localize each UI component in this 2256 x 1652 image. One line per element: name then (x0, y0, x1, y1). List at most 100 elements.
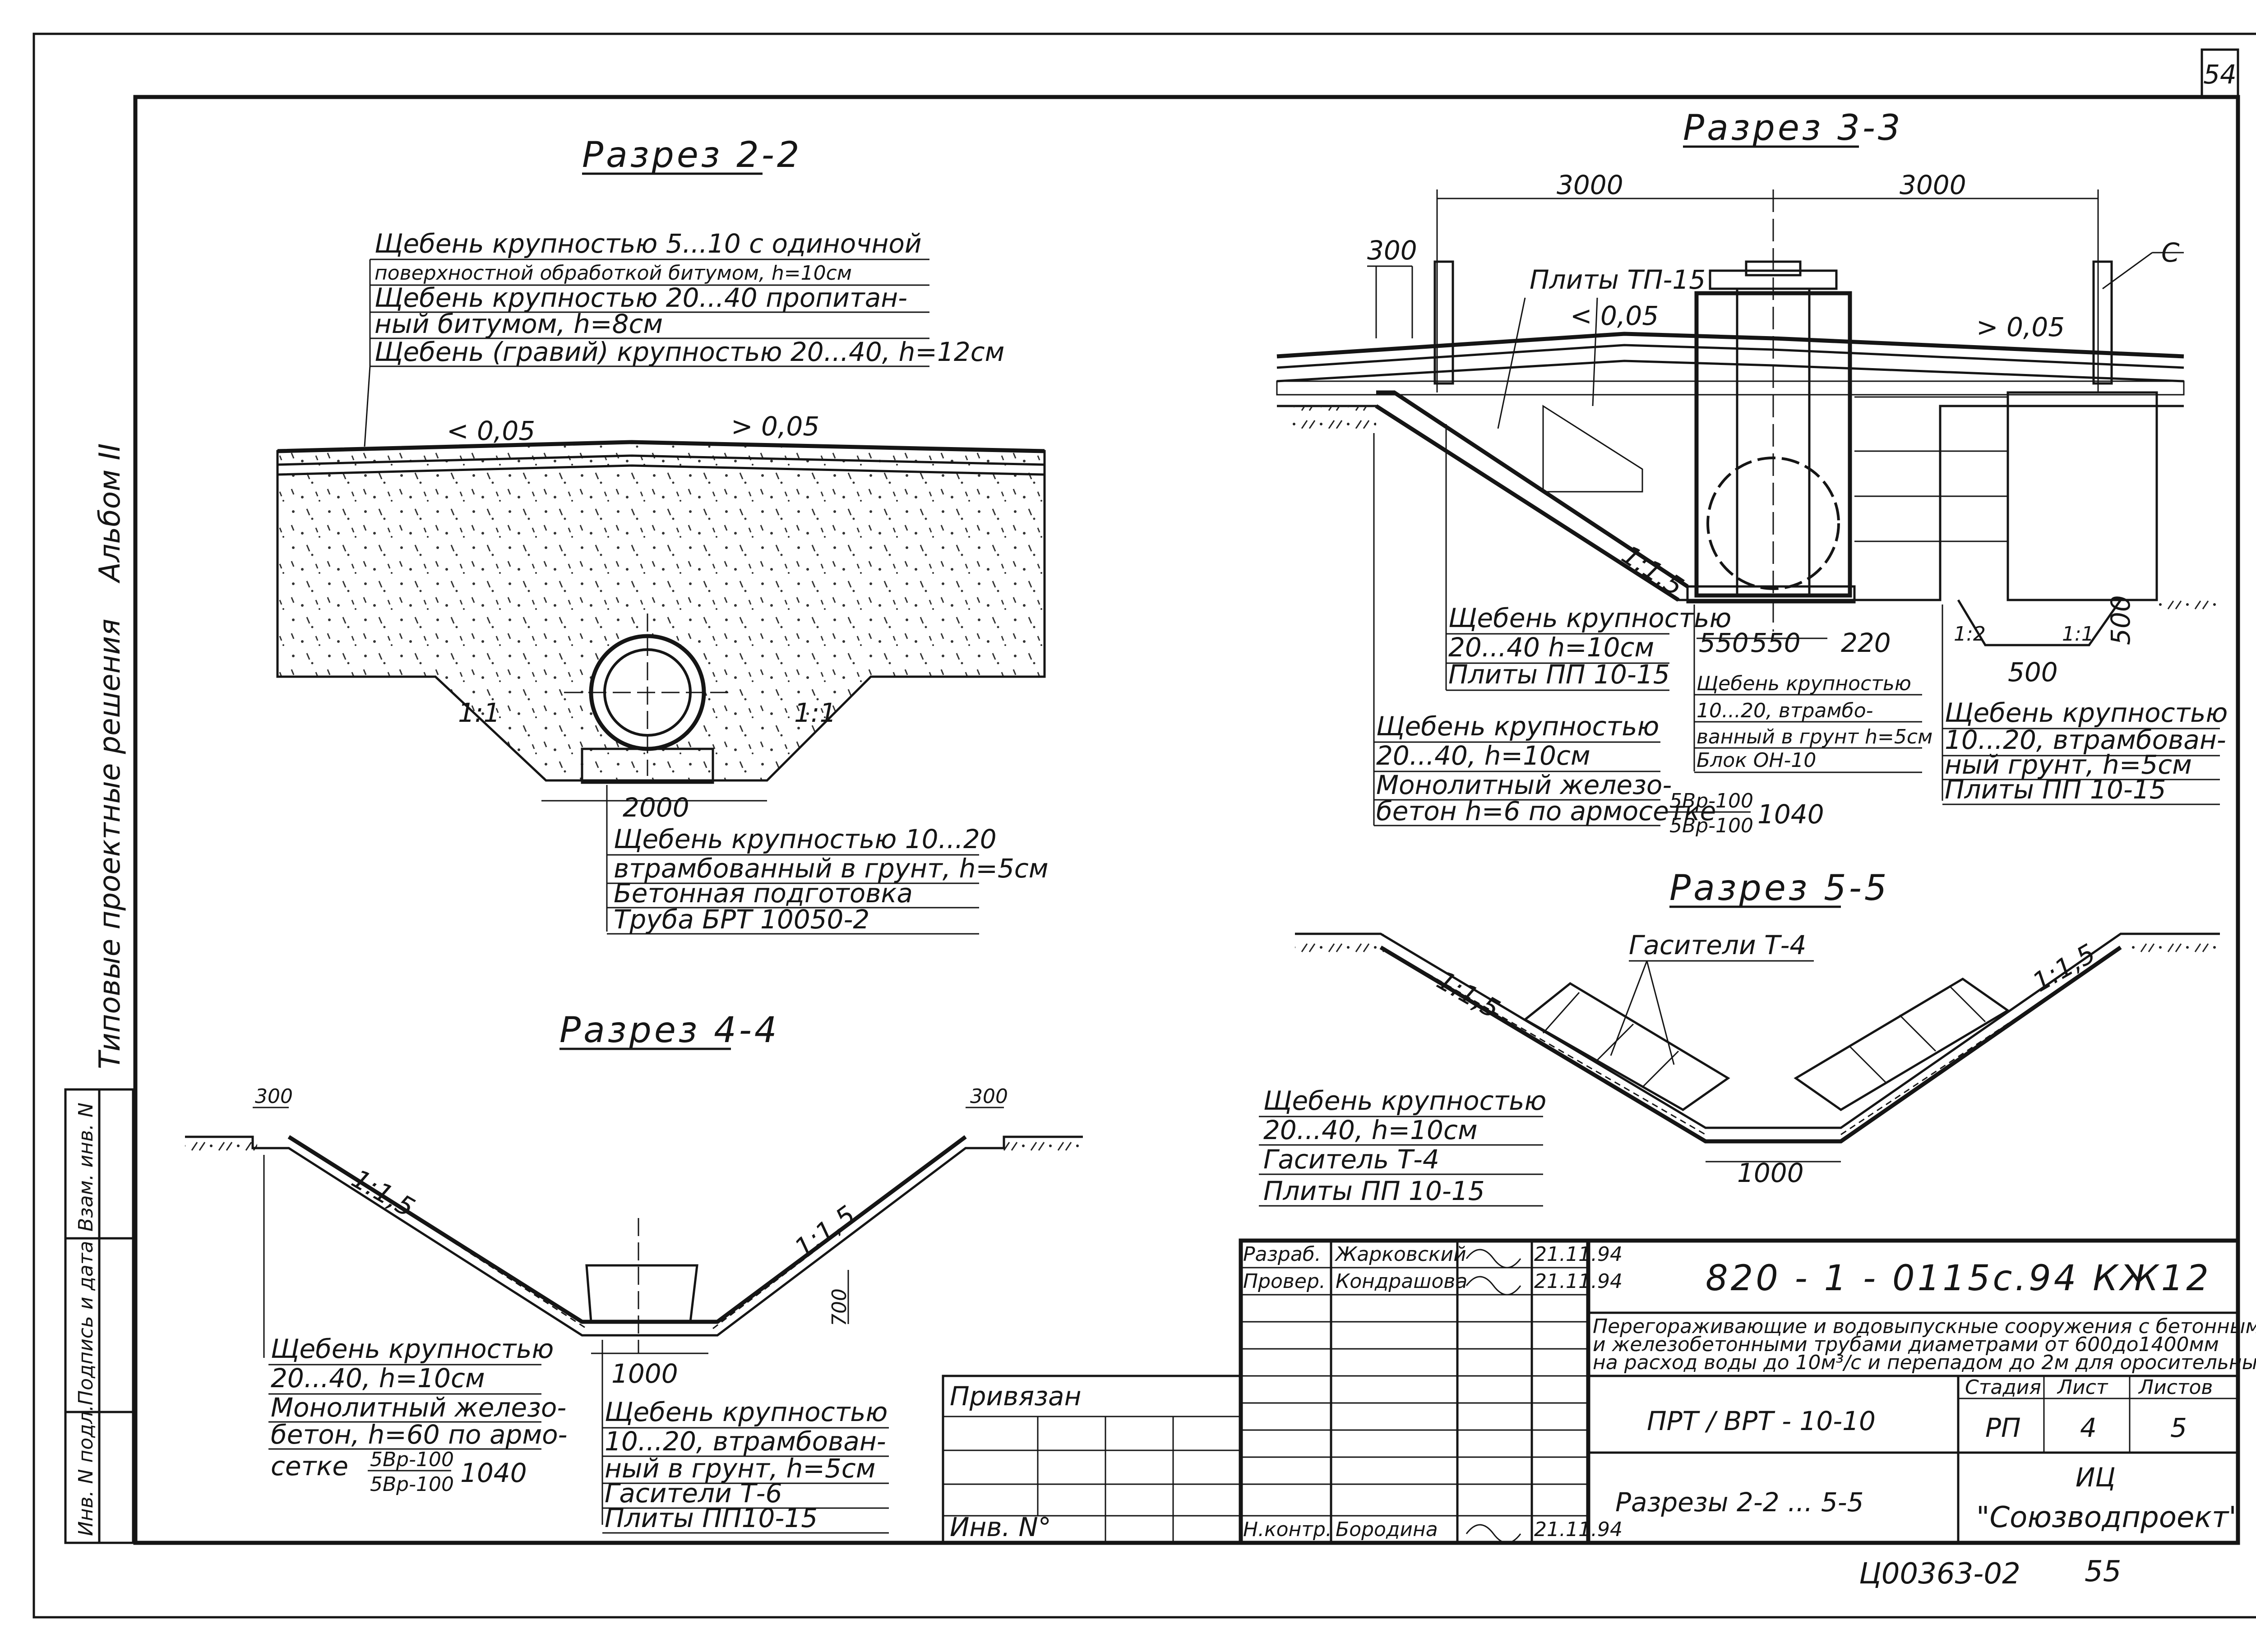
layer-label-4: ный битумом, h=8см (374, 309, 663, 339)
dim-220: 220 (1841, 628, 1891, 658)
description-line-2: и железобетонными трубами диаметрами от … (1593, 1333, 2219, 1356)
note-5-5-2: 20...40, h=10см (1263, 1115, 1478, 1145)
stage-header: Стадия (1965, 1376, 2041, 1399)
date-checker: 21.11.94 (1534, 1270, 1623, 1293)
armature-den-4-4: 5Вр-100 (370, 1473, 454, 1496)
slope-left-3-3: < 0,05 (1570, 300, 1659, 331)
name-developer: Жарковский (1334, 1243, 1466, 1266)
role-checker: Провер. (1243, 1270, 1326, 1293)
note-3-3-lb-1: Щебень крупностью (1376, 711, 1659, 742)
sheets-value: 5 (2170, 1412, 2187, 1443)
note-4-4-l-1: Щебень крупностью (271, 1334, 554, 1364)
section-4-4: Разрез 4-4 300 300 1:1,5 1:1,5 700 1000 … (185, 1010, 1083, 1534)
stamp-field-replace: Взам. инв. N (74, 1103, 97, 1232)
dim-right-3-3: 3000 (1900, 170, 1966, 200)
date-norm-control: 21.11.94 (1534, 1518, 1623, 1541)
sheet-number-box (2201, 48, 2239, 98)
stamp-field-inv: Инв. N подл. (74, 1405, 97, 1536)
name-norm-control: Бородина (1336, 1518, 1438, 1541)
note-3-3-r-1: Щебень крупностью (1945, 697, 2228, 728)
layer-label-2: поверхностной обработкой битумом, h=10см (374, 262, 852, 285)
note-3-3-c-4: Блок ОН-10 (1697, 749, 1816, 772)
bound-label: Привязан (950, 1381, 1082, 1412)
section-2-2-title: Разрез 2-2 (582, 135, 802, 175)
side-slope-left-2-2: 1:1 (458, 697, 500, 728)
note-4-4-r-3: ный в грунт, h=5см (605, 1453, 876, 1484)
dim-550-a: 550 (1699, 628, 1749, 658)
sheet-number: 54 (2203, 59, 2237, 90)
note-5-5-3: Гаситель Т-4 (1263, 1144, 1439, 1175)
base-layer-4: Труба БРТ 10050-2 (614, 904, 869, 935)
description-line-1: Перегораживающие и водовыпускные сооруже… (1593, 1315, 2256, 1338)
name-checker: Кондрашова (1336, 1270, 1467, 1293)
note-4-4-r-1: Щебень крупностью (605, 1397, 888, 1427)
signature-developer (1465, 1249, 1521, 1269)
side-slope-left-4-4: 1:1,5 (347, 1163, 420, 1223)
bottom-page: 55 (2085, 1555, 2121, 1588)
description-line-3: на расход воды до 10м³/с и перепадом до … (1593, 1351, 2256, 1374)
note-5-5-1: Щебень крупностью (1263, 1085, 1546, 1116)
album-label: Альбом II (93, 443, 127, 584)
note-3-3-r-4: Плиты ПП 10-15 (1945, 774, 2166, 805)
object-code: ПРТ / ВРТ - 10-10 (1647, 1406, 1876, 1436)
dim-300-3-3: 300 (1367, 235, 1417, 266)
dim-550-b: 550 (1751, 628, 1801, 658)
document-code: 820 - 1 - 0115с.94 КЖ12 (1706, 1258, 2211, 1299)
layer-label-5: Щебень (гравий) крупностью 20...40, h=12… (374, 337, 1004, 367)
note-3-3-lt-1: Щебень крупностью (1448, 603, 1731, 633)
dim-1000-5-5: 1000 (1737, 1158, 1804, 1188)
note-5-5-4: Плиты ПП 10-15 (1263, 1176, 1485, 1206)
role-developer: Разраб. (1243, 1243, 1321, 1266)
org-line-2: "Союзводпроект" (1976, 1501, 2242, 1534)
date-developer: 21.11.94 (1534, 1243, 1623, 1266)
note-3-3-r-2: 10...20, втрамбован- (1945, 724, 2226, 755)
armature-den-3-3: 5Вр-100 (1669, 814, 1753, 837)
layer-label-1: Щебень крупностью 5...10 с одиночной (374, 228, 922, 259)
section-3-3: Разрез 3-3 3000 3000 300 С Плиты ТП-15 <… (1276, 108, 2228, 837)
note-3-3-r-3: ный грунт, h=5см (1945, 749, 2192, 780)
armature-num-3-3: 5Вр-100 (1669, 789, 1753, 812)
note-3-3-c-1: Щебень крупностью (1697, 672, 1911, 695)
dampers-label: Гасители Т-4 (1629, 930, 1806, 960)
stage-value: РП (1985, 1412, 2021, 1443)
note-3-3-lb-4: бетон h=6 по армосетке (1376, 796, 1716, 826)
note-3-3-c-3: ванный в грунт h=5см (1697, 725, 1932, 748)
section-5-5-title: Разрез 5-5 (1669, 868, 1889, 909)
base-layer-3: Бетонная подготовка (614, 878, 913, 909)
note-4-4-r-2: 10...20, втрамбован- (605, 1426, 886, 1457)
sheet-title: Разрезы 2-2 ... 5-5 (1615, 1487, 1864, 1518)
note-4-4-l-2: 20...40, h=10см (271, 1363, 485, 1394)
note-3-3-lb-2: 20...40, h=10см (1376, 740, 1590, 771)
section-3-3-title: Разрез 3-3 (1683, 108, 1903, 148)
section-5-5: Разрез 5-5 Гасители Т-4 1:1,5 1:1,5 1000… (1259, 868, 2220, 1207)
note-3-3-c-2: 10...20, втрамбо- (1697, 699, 1873, 722)
bottom-code: Ц00363-02 (1859, 1557, 2020, 1591)
note-4-4-l-4: бетон, h=60 по армо- (271, 1419, 567, 1450)
outer-frame (32, 32, 2256, 1619)
dim-300-right-4-4: 300 (970, 1085, 1008, 1108)
project-type-label: Типовые проектные решения (93, 618, 127, 1069)
sheet-value: 4 (2080, 1412, 2097, 1443)
sheets-header: Листов (2138, 1376, 2213, 1399)
inv-no-label: Инв. N° (950, 1512, 1051, 1542)
sheet-header: Лист (2057, 1376, 2108, 1399)
note-4-4-r-4: Гасители Т-6 (605, 1478, 782, 1509)
note-3-3-lt-3: Плиты ПП 10-15 (1448, 659, 1670, 690)
dim-500-b: 500 (2008, 657, 2058, 688)
dim-1000-4-4: 1000 (611, 1358, 678, 1389)
section-4-4-title: Разрез 4-4 (559, 1010, 779, 1051)
title-block: Привязан Инв. N° Разраб. Жарковский 21.1… (942, 1238, 2256, 1545)
base-layer-2: втрамбованный в грунт, h=5см (614, 853, 1049, 884)
side-slope-3-3: 1:1,5 (1616, 539, 1689, 602)
org-line-1: ИЦ (2076, 1462, 2115, 1493)
armature-num-4-4: 5Вр-100 (370, 1448, 454, 1471)
signature-norm-control (1465, 1524, 1521, 1544)
note-3-3-lb-3: Монолитный железо- (1376, 770, 1672, 800)
note-4-4-l-5: сетке (271, 1451, 348, 1481)
note-3-3-lt-2: 20...40 h=10см (1448, 632, 1654, 663)
role-norm-control: Н.контр. (1243, 1518, 1332, 1541)
armature-len-3-3: 1040 (1757, 799, 1824, 830)
slope-right-3-3: > 0,05 (1976, 312, 2065, 342)
base-layer-1: Щебень крупностью 10...20 (614, 824, 997, 854)
